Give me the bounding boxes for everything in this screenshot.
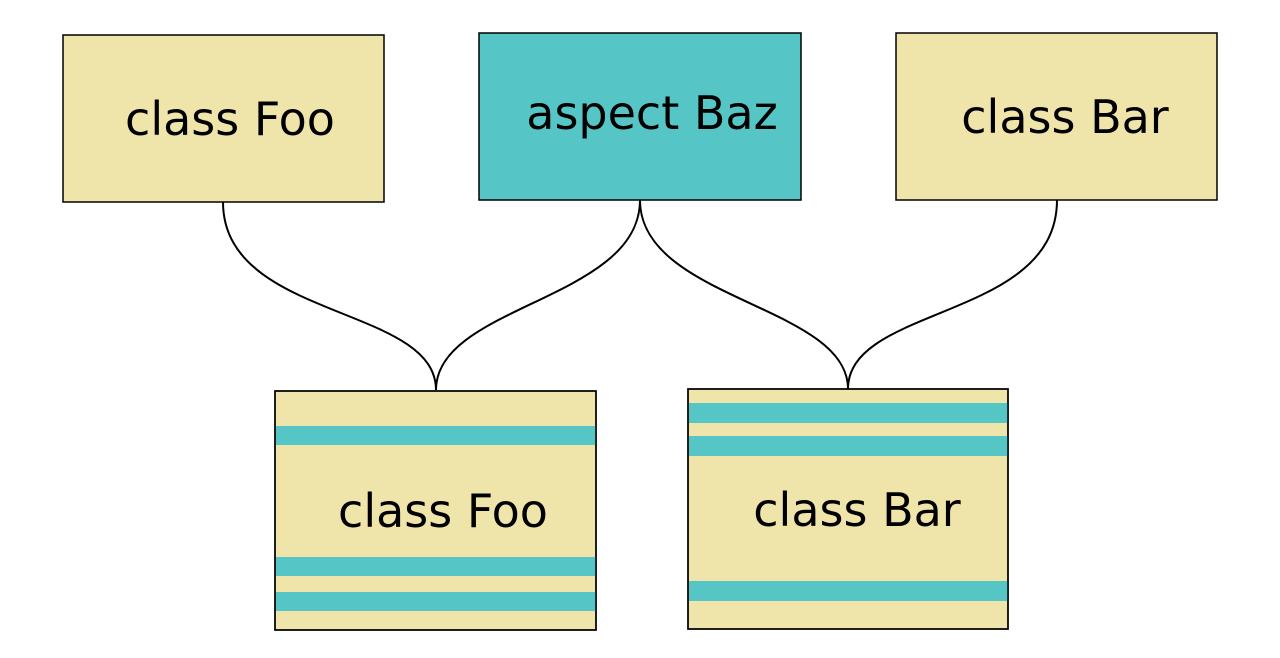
- aspect-stripe: [689, 436, 1008, 456]
- aspect-stripe: [689, 403, 1008, 423]
- link-bar-to-woven-bar: [847, 199, 1058, 390]
- class-foo-box: class Foo: [62, 34, 385, 203]
- aspect-stripe: [689, 581, 1008, 601]
- aspect-stripe: [276, 557, 596, 576]
- aspect-stripe: [276, 592, 596, 611]
- woven-class-foo-label: class Foo: [338, 484, 548, 538]
- class-bar-box: class Bar: [895, 32, 1218, 201]
- link-baz-to-woven-foo: [435, 199, 641, 391]
- woven-class-foo-box: class Foo: [274, 390, 597, 631]
- class-foo-label: class Foo: [125, 92, 335, 146]
- aspect-baz-label: aspect Baz: [526, 86, 778, 140]
- link-foo-to-woven-foo: [222, 201, 437, 391]
- aspect-stripe: [276, 426, 596, 445]
- aspect-baz-box: aspect Baz: [478, 32, 802, 201]
- woven-class-bar-label: class Bar: [753, 483, 961, 537]
- link-baz-to-woven-bar: [639, 199, 849, 390]
- woven-class-bar-box: class Bar: [687, 388, 1009, 630]
- class-bar-label: class Bar: [961, 90, 1169, 144]
